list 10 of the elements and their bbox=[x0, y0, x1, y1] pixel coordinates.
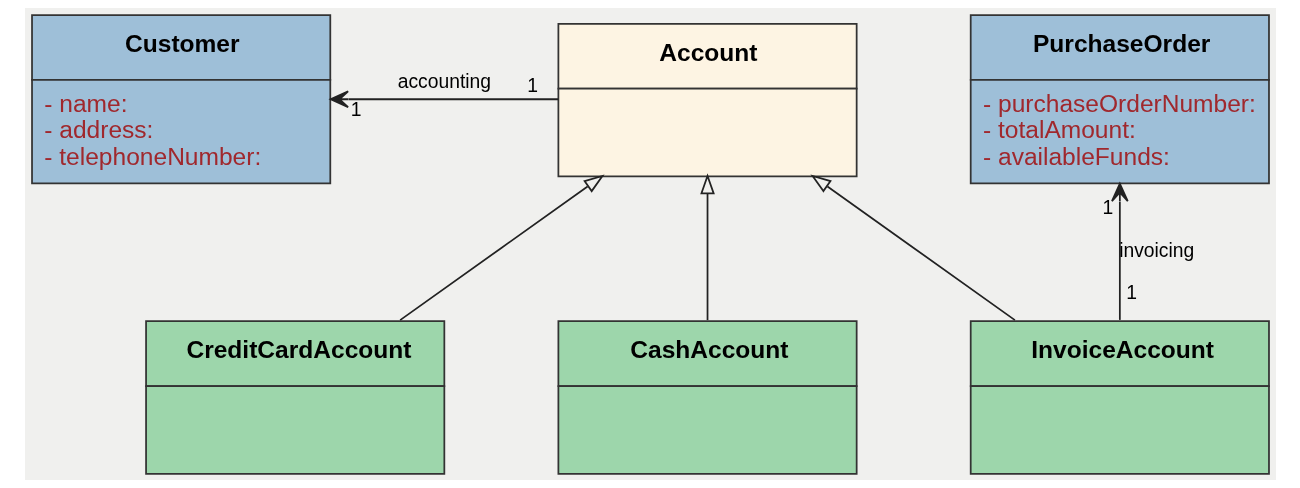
arrow bbox=[810, 174, 1016, 321]
label: 1 bbox=[350, 99, 361, 121]
label: 1 bbox=[1125, 282, 1137, 304]
label: 1 bbox=[1102, 197, 1113, 218]
arrow bbox=[699, 173, 715, 321]
label: 1 bbox=[526, 75, 538, 97]
arrow bbox=[398, 174, 605, 321]
edge-label: accounting bbox=[397, 71, 491, 93]
arrow bbox=[329, 90, 559, 108]
arrow bbox=[1110, 182, 1129, 321]
